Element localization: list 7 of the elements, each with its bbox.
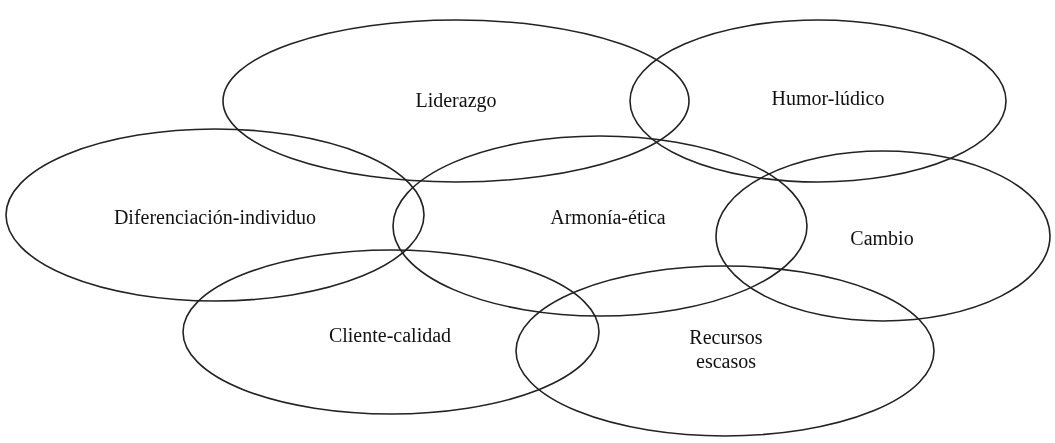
ellipse-label: Cliente-calidad (327, 323, 453, 347)
ellipse-label: Liderazgo (414, 88, 498, 112)
ellipse-label: Cambio (849, 226, 915, 250)
ellipse-label: Armonía-ética (549, 205, 667, 229)
ellipse-label: Recursos escasos (688, 325, 764, 373)
ellipse-label: Diferenciación-individuo (112, 205, 318, 229)
ellipse-label: Humor-lúdico (770, 86, 886, 110)
